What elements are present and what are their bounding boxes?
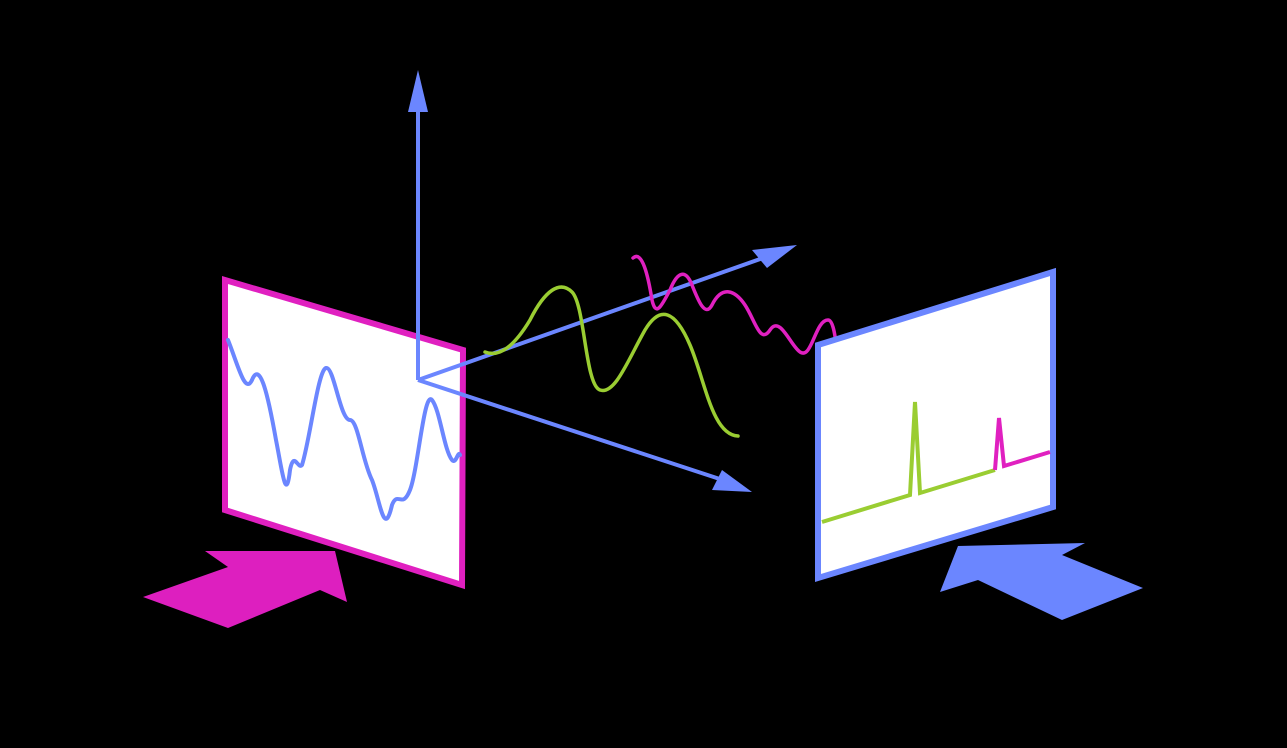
time-domain-signal: [226, 338, 462, 521]
frequency-domain-panel: [815, 267, 1056, 583]
spectrum-green-peak: [821, 401, 996, 524]
axes: [408, 70, 797, 492]
arrow-icon: [940, 543, 1143, 620]
frequency-axis: [417, 250, 781, 382]
high-frequency-component-wave: [631, 254, 874, 380]
frequency-axis-arrowhead: [752, 245, 797, 268]
time-axis: [417, 378, 736, 486]
time-domain-panel-frame: [222, 275, 467, 590]
spectrum-magenta-peak: [993, 417, 1051, 471]
time-axis-arrowhead: [712, 470, 752, 492]
arrow-icon: [143, 551, 347, 628]
low-frequency-component-wave: [483, 285, 740, 438]
vertical-axis-arrowhead: [408, 70, 428, 112]
frequency-domain-panel-frame: [815, 267, 1056, 583]
time-domain-panel: [222, 275, 467, 590]
